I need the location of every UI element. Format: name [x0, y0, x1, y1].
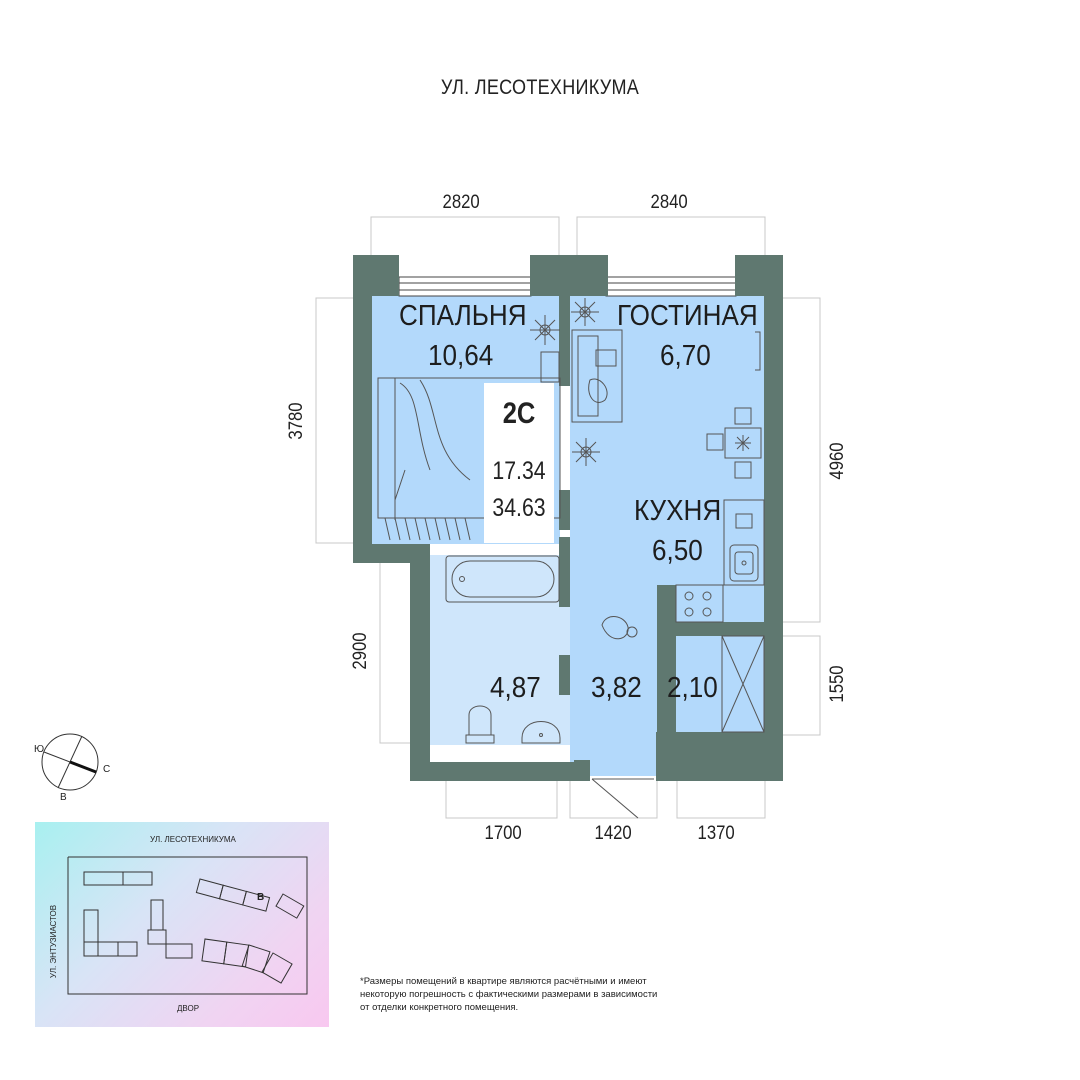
footnote: *Размеры помещений в квартире являются р…: [360, 976, 658, 1013]
total-area: 34.63: [492, 494, 546, 522]
street-name-top: УЛ. ЛЕСОТЕХНИКУМА: [440, 76, 640, 99]
compass-east: В: [60, 792, 67, 803]
apartment-type: 2С: [502, 397, 536, 430]
dim-bottom-right: 1370: [697, 823, 735, 844]
living-area: 6,70: [660, 340, 711, 372]
compass-south: Ю: [34, 744, 45, 755]
dim-bottom-mid: 1420: [594, 823, 632, 844]
dim-right-upper: 4960: [827, 442, 849, 480]
compass-icon: [41, 733, 99, 791]
plant-living-top: [571, 298, 599, 326]
walls: [353, 255, 783, 781]
apartment-info-box: 2С 17.34 34.63: [484, 383, 554, 543]
minimap-street-top: УЛ. ЛЕСОТЕХНИКУМА: [150, 835, 236, 844]
storage-box: [721, 635, 765, 733]
window-bedroom: [398, 276, 532, 297]
dim-top-left: 2820: [442, 192, 480, 213]
kitchen-area: 6,50: [652, 535, 703, 567]
window-living: [605, 276, 737, 297]
storage-floor: [676, 636, 764, 732]
stove: [675, 584, 724, 623]
hall-area: 3,82: [591, 672, 642, 704]
sofa: [571, 329, 623, 423]
minimap-yard: ДВОР: [177, 1004, 200, 1013]
bedroom-area: 10,64: [428, 340, 494, 372]
bathroom-floor: [430, 555, 570, 745]
bedroom-name: СПАЛЬНЯ: [399, 300, 527, 332]
dim-top-right: 2840: [650, 192, 688, 213]
washing-machine: [601, 616, 638, 640]
dim-bottom-left: 1700: [484, 823, 522, 844]
minimap-street-left: УЛ. ЭНТУЗИАСТОВ: [49, 904, 59, 979]
dim-left-lower: 2900: [350, 632, 372, 670]
kitchen-name: КУХНЯ: [634, 495, 722, 527]
sink: [521, 721, 561, 744]
plant-bedroom: [530, 315, 560, 345]
toilet: [465, 705, 495, 744]
storage-area: 2,10: [667, 672, 718, 704]
bathroom-area: 4,87: [490, 672, 541, 704]
living-name: ГОСТИНАЯ: [617, 300, 758, 332]
tv: [755, 331, 761, 371]
dim-right-lower: 1550: [827, 665, 849, 703]
site-minimap: УЛ. ЛЕСОТЕХНИКУМА УЛ. ЭНТУЗИАСТОВ ДВОР В: [35, 822, 329, 1027]
dimension-lines: [315, 216, 821, 819]
compass-north: С: [103, 764, 111, 775]
dining-table: [706, 407, 762, 479]
kitchen-counter: [723, 499, 765, 586]
living-area-total: 17.34: [492, 457, 546, 485]
minimap-building-label: В: [257, 892, 265, 903]
plant-living-bottom: [572, 438, 600, 466]
nightstand: [540, 351, 560, 383]
dim-left-upper: 3780: [286, 402, 308, 440]
bed: [377, 377, 561, 541]
minimap-drawing: [67, 856, 308, 995]
bathtub: [445, 555, 560, 603]
